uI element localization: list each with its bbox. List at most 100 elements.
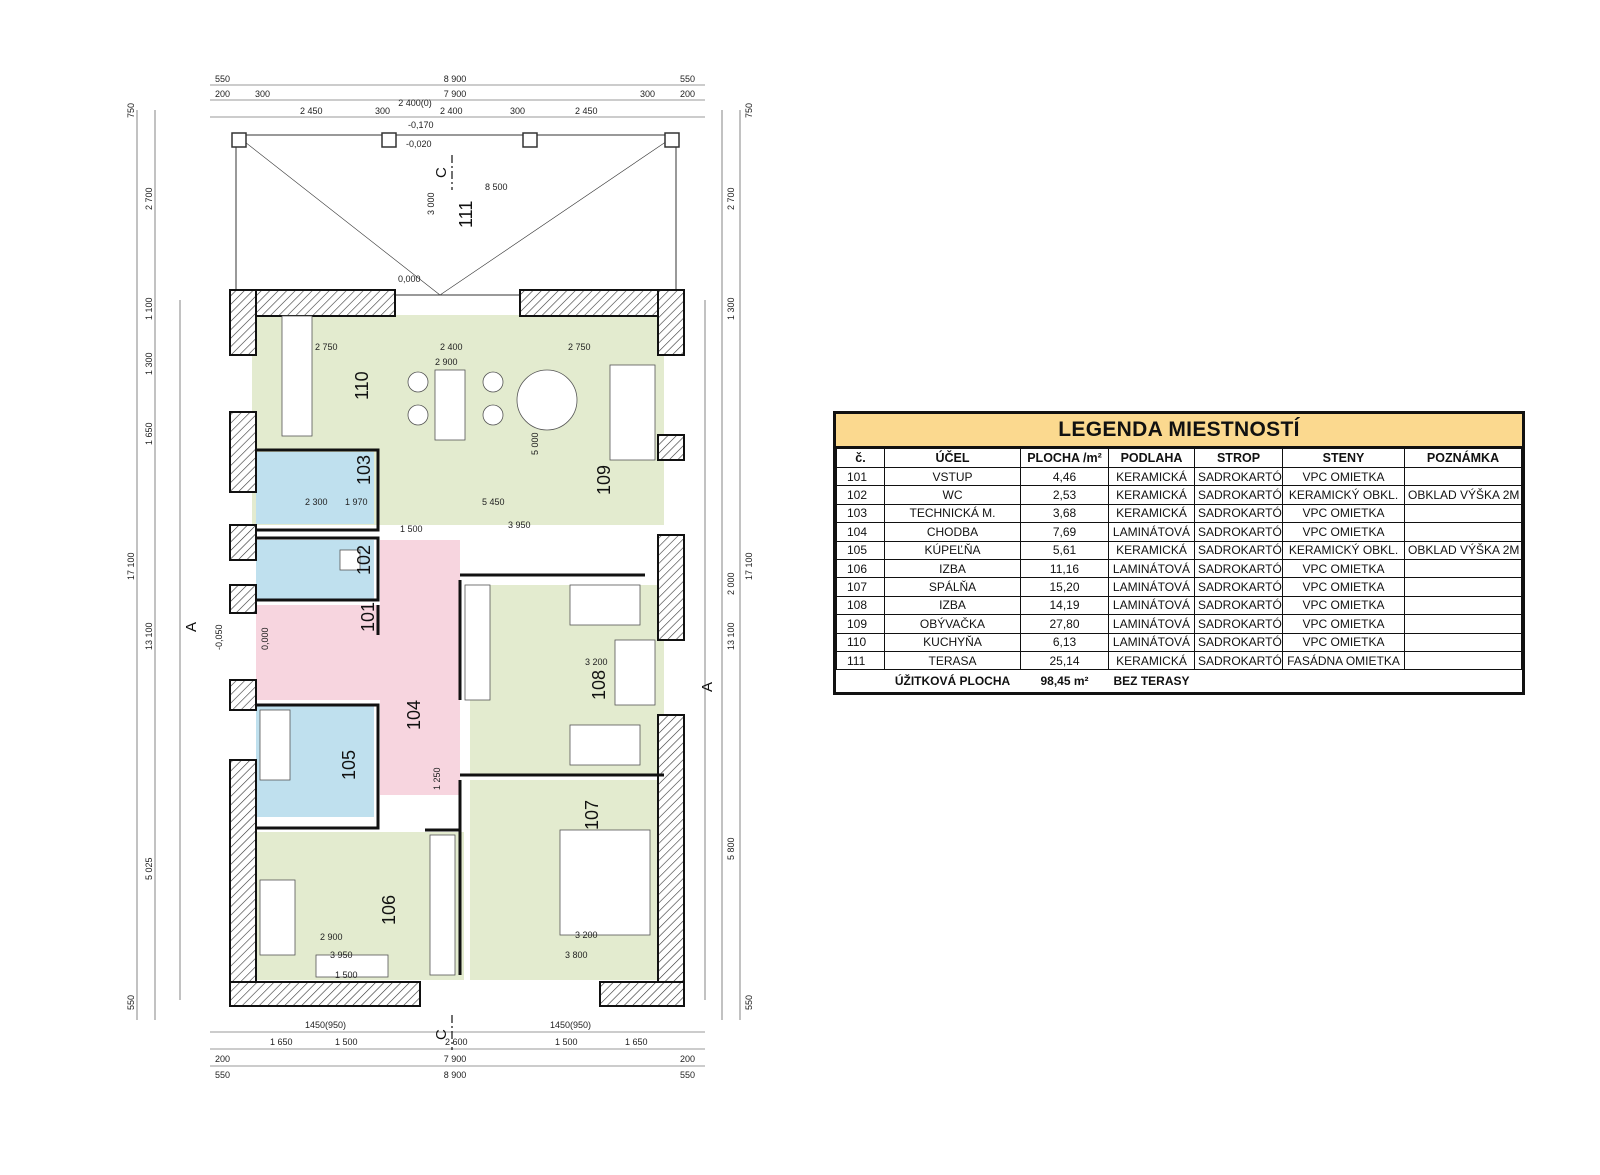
cell-plocha: 4,46: [1020, 466, 1109, 487]
room-label-102: 102: [354, 545, 374, 575]
section-markers: C C A A: [183, 155, 716, 1050]
cell-ucel: IZBA: [884, 558, 1021, 579]
dim-inner: 2 900: [320, 932, 343, 942]
wardrobe-108: [464, 584, 491, 701]
cell-poznamka: [1404, 632, 1522, 652]
room-label-108: 108: [589, 670, 609, 700]
floor-plan: 8 900 7 900 2 400(0) 550 200 300 2 450 3…: [126, 74, 754, 1080]
section-c-bottom: C: [433, 1029, 450, 1040]
dim-inner: 2 900: [435, 357, 458, 367]
section-a-left: A: [183, 622, 200, 632]
dim-bottom-seg: 1 500: [555, 1037, 578, 1047]
sofa: [609, 364, 656, 461]
desk-108: [614, 639, 656, 706]
dim-inner: 1 250: [432, 767, 442, 790]
dim-bottom-seg: 2 600: [445, 1037, 468, 1047]
cell-steny: KERAMICKÝ OBKL.: [1282, 485, 1405, 505]
dim-bottom-seg: 200: [680, 1054, 695, 1064]
cell-plocha: 7,69: [1020, 522, 1109, 542]
cell-plocha: 2,53: [1020, 485, 1109, 505]
dim-top-seg: 300: [255, 89, 270, 99]
dim-bottom-inner: 7 900: [444, 1054, 467, 1064]
dim-bottom-seg: 1 500: [335, 1037, 358, 1047]
room-label-110: 110: [352, 371, 372, 400]
cell-poznamka: [1404, 503, 1522, 524]
cell-podlaha: KERAMICKÁ: [1108, 466, 1195, 487]
dim-left-seg: 2 700: [144, 187, 154, 210]
dim-inner: 1 500: [335, 970, 358, 980]
toilet: [339, 549, 361, 571]
dim-bottom-seg: 1 650: [625, 1037, 648, 1047]
cell-plocha: 25,14: [1020, 650, 1109, 671]
total-note: BEZ TERASY: [1113, 674, 1190, 689]
dim-bottom-seg: 550: [215, 1070, 230, 1080]
cell-podlaha: KERAMICKÁ: [1108, 650, 1195, 671]
cell-poznamka: [1404, 614, 1522, 634]
cell-poznamka: [1404, 577, 1522, 597]
cell-strop: SADROKARTÓN: [1194, 650, 1283, 671]
dim-top-sub: 2 400(0): [398, 98, 432, 108]
section-a-right: A: [699, 682, 716, 692]
dim-terrace-depth: 3 000: [426, 192, 436, 215]
dim-top-seg: 2 450: [300, 106, 323, 116]
col-header-plocha: PLOCHA /m²: [1020, 448, 1109, 468]
cell-steny: VPC OMIETKA: [1282, 595, 1405, 616]
cell-ucel: WC: [884, 485, 1021, 505]
cell-plocha: 27,80: [1020, 614, 1109, 634]
dim-left-seg: 5 025: [144, 857, 154, 880]
room-legend: LEGENDA MIESTNOSTÍ č. ÚČEL PLOCHA /m² PO…: [833, 411, 1525, 695]
dim-left-seg: 550: [126, 995, 136, 1010]
dim-top-seg: 300: [510, 106, 525, 116]
kitchen-counter: [281, 315, 313, 437]
cell-ucel: TECHNICKÁ M.: [884, 503, 1021, 524]
dim-inner: 1 500: [400, 524, 423, 534]
cell-steny: VPC OMIETKA: [1282, 466, 1405, 487]
cell-strop: SADROKARTÓN: [1194, 558, 1283, 579]
dim-top-overall: 8 900: [444, 74, 467, 84]
dim-bottom-sub: 1450(950): [305, 1020, 346, 1030]
terrace: [231, 132, 680, 296]
cell-ucel: TERASA: [884, 650, 1021, 671]
terrace-column: [231, 132, 247, 148]
cell-c: 105: [836, 540, 885, 560]
level-mark: -0,170: [408, 120, 434, 130]
dim-top-inner: 7 900: [444, 89, 467, 99]
cell-podlaha: KERAMICKÁ: [1108, 503, 1195, 524]
bed-108: [569, 584, 641, 626]
bed-108b: [569, 724, 641, 766]
cell-ucel: VSTUP: [884, 466, 1021, 487]
room-label-103: 103: [354, 455, 374, 485]
cell-strop: SADROKARTÓN: [1194, 632, 1283, 652]
dim-top-seg: 300: [640, 89, 655, 99]
round-table: [516, 369, 578, 431]
cell-steny: VPC OMIETKA: [1282, 614, 1405, 634]
chair: [482, 404, 504, 426]
cell-steny: FASÁDNA OMIETKA: [1282, 650, 1405, 671]
total-empty: [1195, 670, 1283, 693]
cell-c: 101: [836, 466, 885, 487]
level-mark: 0,000: [398, 274, 421, 284]
col-header-steny: STENY: [1282, 448, 1405, 468]
cell-strop: SADROKARTÓN: [1194, 503, 1283, 524]
total-label: ÚŽITKOVÁ PLOCHA: [894, 674, 1011, 689]
dim-inner: 1 970: [345, 497, 368, 507]
room-label-107: 107: [582, 800, 602, 830]
cell-strop: SADROKARTÓN: [1194, 485, 1283, 505]
dim-top-seg: 2 400: [440, 106, 463, 116]
dim-top-seg: 200: [215, 89, 230, 99]
dim-top-seg: 200: [680, 89, 695, 99]
cell-plocha: 5,61: [1020, 540, 1109, 560]
cell-strop: SADROKARTÓN: [1194, 614, 1283, 634]
cell-steny: VPC OMIETKA: [1282, 632, 1405, 652]
dining-table: [434, 369, 466, 441]
bed-106: [259, 879, 296, 956]
cell-plocha: 3,68: [1020, 503, 1109, 524]
total-empty: [837, 670, 885, 693]
dim-inner: 2 750: [568, 342, 591, 352]
